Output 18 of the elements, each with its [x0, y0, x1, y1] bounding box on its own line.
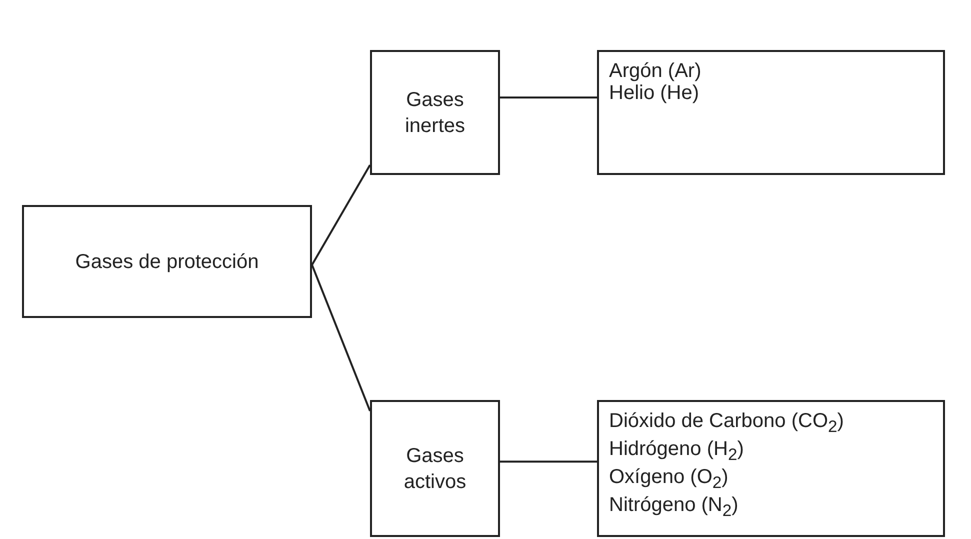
node-label: Gases activos [402, 444, 468, 494]
list-box [597, 50, 945, 175]
process-box [22, 205, 312, 318]
list-item: Dióxido de Carbono (CO$_{2}$) [609, 410, 845, 438]
list-item: Nitrógeno (N$_{2}$) [609, 494, 740, 522]
list-item: Argón (Ar) [609, 60, 702, 82]
connector-line [500, 96, 597, 98]
connector-line [311, 164, 371, 266]
list-item: Hidrógeno (H$_{2}$) [609, 438, 745, 466]
process-box [370, 400, 500, 537]
list-box [597, 400, 945, 537]
list-item: Helio (He) [609, 82, 700, 104]
node-label: Gases inertes [404, 88, 466, 138]
connector-line [311, 264, 371, 412]
process-box [370, 50, 500, 175]
list-item: Oxígeno (O$_{2}$) [609, 466, 730, 494]
connector-line [500, 460, 597, 463]
node-label: Gases de protección [75, 250, 259, 274]
